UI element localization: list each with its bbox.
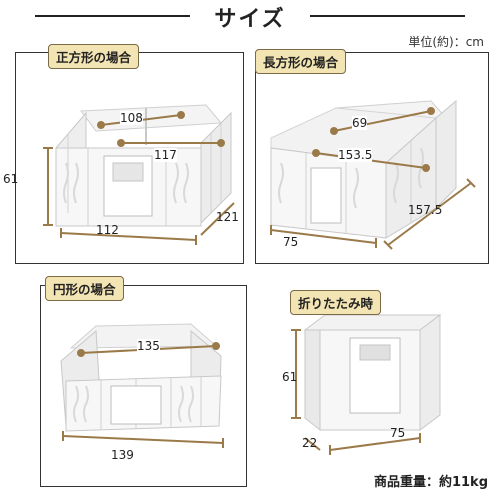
folded-dim-height: 61: [282, 370, 298, 384]
rect-panel: 69 153.5 75 157.5: [255, 52, 489, 264]
title-rule-left: [35, 15, 190, 17]
square-dim-top: 108: [120, 111, 143, 125]
rect-dim-side: 157.5: [408, 203, 443, 217]
square-panel: 108 117 61 112 121: [3, 52, 244, 264]
weight-label: 商品重量：約11kg: [373, 475, 488, 490]
square-illustration: [43, 104, 235, 245]
title-rule-right: [310, 15, 465, 17]
square-label: 正方形の場合: [48, 44, 140, 69]
round-panel: 135 139: [40, 285, 247, 487]
round-dim-inner: 135: [137, 339, 160, 353]
square-dim-side: 121: [216, 210, 239, 224]
folded-dim-width: 75: [390, 426, 406, 440]
title-bar: サイズ: [0, 0, 500, 32]
square-dim-front: 112: [96, 223, 119, 237]
folded-dim-depth: 22: [302, 436, 318, 450]
rect-label: 長方形の場合: [255, 49, 347, 74]
folded-label: 折りたたみ時: [290, 290, 382, 315]
round-dim-front: 139: [111, 448, 134, 462]
folded-panel: 61 22 75: [282, 300, 490, 465]
square-dim-inner: 117: [154, 148, 177, 162]
round-label: 円形の場合: [45, 276, 124, 301]
square-dim-height: 61: [3, 172, 19, 186]
round-illustration: [60, 323, 224, 448]
rect-dim-front: 75: [283, 235, 299, 249]
folded-illustration: [291, 314, 442, 455]
page-title: サイズ: [214, 7, 286, 32]
unit-label: 単位(約)：cm: [408, 35, 484, 49]
rect-dim-inner: 153.5: [338, 148, 373, 162]
rect-dim-top: 69: [352, 116, 368, 130]
